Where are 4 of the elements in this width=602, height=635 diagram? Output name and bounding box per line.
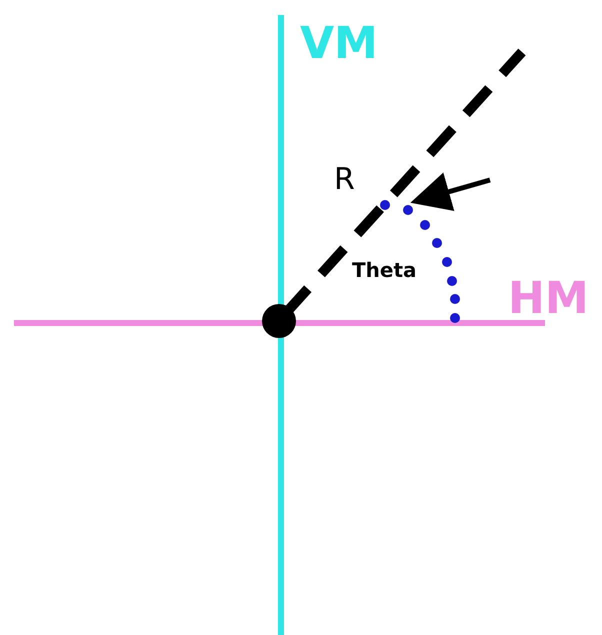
angle-label: Theta — [352, 260, 417, 280]
axis-label: HM — [508, 277, 589, 321]
point-label: R — [334, 165, 355, 195]
axis-label: VM — [300, 22, 378, 66]
